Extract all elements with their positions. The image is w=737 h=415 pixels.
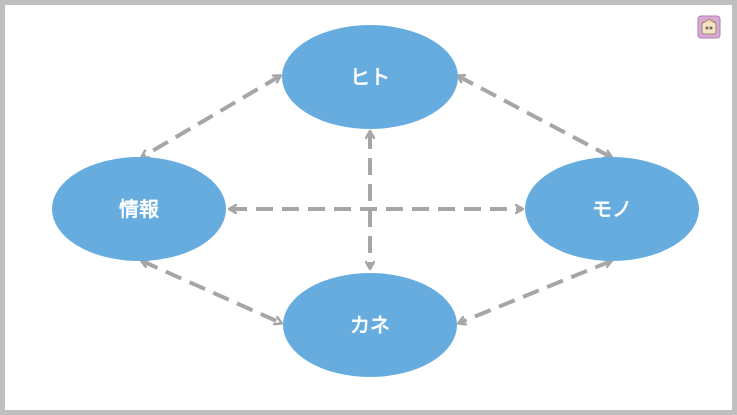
arrow-hito-jouhou (142, 76, 280, 157)
node-jouhou-label: 情報 (119, 197, 160, 221)
arrow-mono-kane (459, 261, 611, 323)
node-hito-label: ヒト (350, 65, 390, 89)
node-kane-label: カネ (350, 313, 390, 337)
arrow-hito-mono (458, 76, 611, 157)
node-mono-label: モノ (592, 197, 632, 221)
node-kane: カネ (283, 273, 457, 377)
arrow-jouhou-kane (142, 261, 281, 323)
app-icon[interactable] (697, 15, 721, 39)
node-mono: モノ (525, 157, 699, 261)
node-jouhou: 情報 (52, 157, 226, 261)
node-hito: ヒト (282, 25, 458, 129)
